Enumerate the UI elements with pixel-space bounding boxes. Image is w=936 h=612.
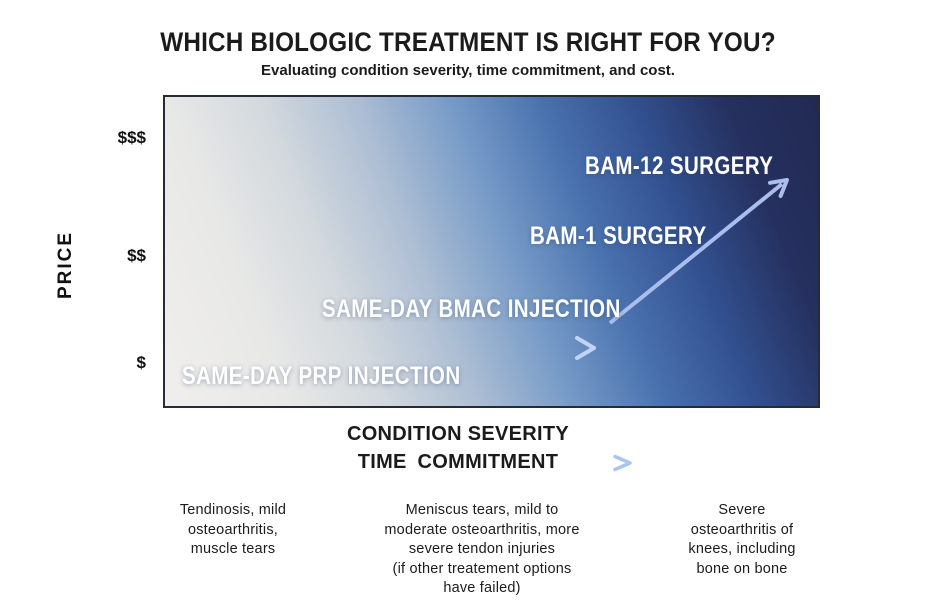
severity-note-mild: Tendinosis, mild osteoarthritis, muscle …	[179, 502, 287, 557]
x-axis-label-condition-severity: CONDITION SEVERITY	[346, 423, 570, 445]
x-axis-label-time-commitment: TIME COMMITMENT	[357, 451, 559, 473]
right-arrow-icon	[574, 454, 632, 472]
arrows-overlay	[182, 178, 789, 360]
severity-note-moderate: Meniscus tears, mild to moderate osteoar…	[384, 502, 580, 596]
treatment-label-bam12-surgery: BAM-12 SURGERY	[585, 152, 774, 180]
page-title: WHICH BIOLOGIC TREATMENT IS RIGHT FOR YO…	[160, 27, 776, 57]
y-tick-high-price: $$$	[117, 128, 146, 147]
y-tick-low-price: $	[136, 353, 146, 372]
diagonal-trend-arrow	[608, 178, 789, 325]
severity-note-severe: Severe osteoarthritis of knees, includin…	[688, 502, 796, 577]
treatment-label-bmac-injection: SAME-DAY BMAC INJECTION	[322, 295, 621, 323]
page-subtitle: Evaluating condition severity, time comm…	[261, 62, 675, 79]
treatment-label-prp-injection: SAME-DAY PRP INJECTION	[182, 362, 461, 390]
treatment-label-bam1-surgery: BAM-1 SURGERY	[530, 222, 707, 250]
y-tick-mid-price: $$	[127, 246, 146, 265]
chart-plot-area: SAME-DAY PRP INJECTION SAME-DAY BMAC INJ…	[163, 95, 820, 408]
horizontal-price-arrow	[182, 336, 596, 360]
